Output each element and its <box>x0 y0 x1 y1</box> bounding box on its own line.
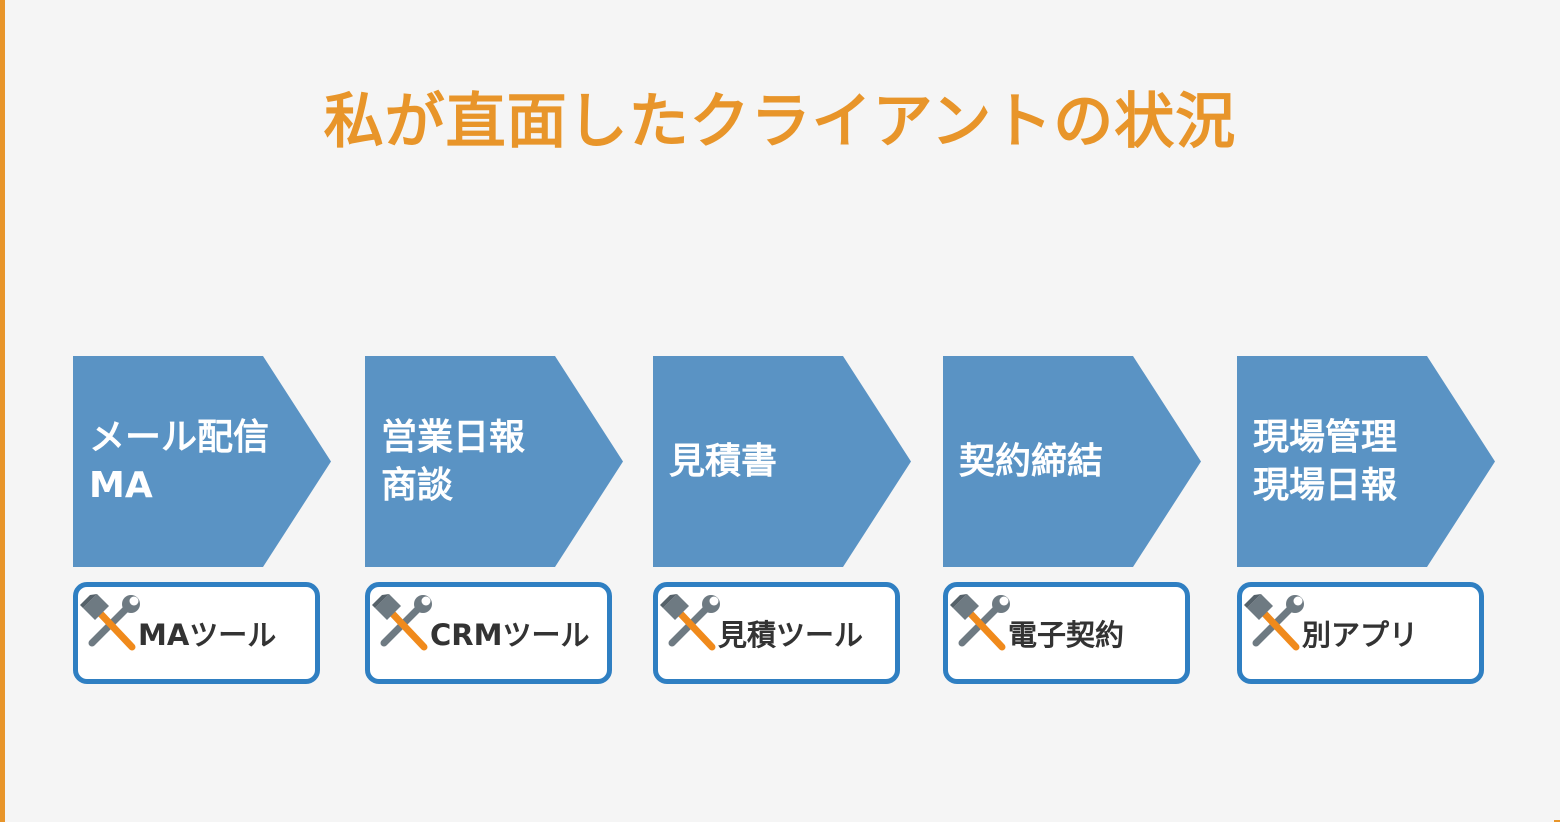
stage-label-line-1: メール配信 <box>89 416 270 458</box>
stage-label-line-1: 現場管理 <box>1253 416 1398 458</box>
stage-step-2: 営業日報 商談 <box>365 356 623 567</box>
chevron-arrow-shape <box>1237 356 1495 567</box>
stage-label: 現場管理 現場日報 <box>1253 356 1453 567</box>
tool-label: MAツール <box>138 618 277 652</box>
hammer-wrench-icon <box>950 594 1010 651</box>
tool-box-3: 見積ツール <box>653 582 900 684</box>
stage-step-3: 見積書 <box>653 356 911 567</box>
hammer-wrench-icon <box>80 594 140 651</box>
hammer-wrench-icon <box>1244 594 1304 651</box>
chevron-arrow-shape <box>73 356 331 567</box>
tool-label: 見積ツール <box>718 618 864 652</box>
tool-box-4: 電子契約 <box>943 582 1190 684</box>
corner-accent-mark <box>1554 820 1560 822</box>
stage-step-5: 現場管理 現場日報 <box>1237 356 1495 567</box>
tool-box-5: 別アプリ <box>1237 582 1484 684</box>
tool-label: 別アプリ <box>1302 618 1419 652</box>
hammer-wrench-icon <box>372 594 432 651</box>
stage-label-line-2: 現場日報 <box>1253 464 1398 506</box>
stage-label: 見積書 <box>669 356 869 567</box>
chevron-arrow-shape <box>943 356 1201 567</box>
stage-label-line-1: 見積書 <box>669 440 778 482</box>
chevron-arrow-shape <box>365 356 623 567</box>
tool-label: 電子契約 <box>1008 618 1125 652</box>
stage-label-line-1: 営業日報 <box>381 416 526 458</box>
tool-box-1: MAツール <box>73 582 320 684</box>
hammer-wrench-icon <box>660 594 720 651</box>
tool-label: CRMツール <box>430 618 590 652</box>
tool-box-2: CRMツール <box>365 582 612 684</box>
stage-step-1: メール配信 MA <box>73 356 331 567</box>
stage-label: 営業日報 商談 <box>381 356 581 567</box>
stage-label: メール配信 MA <box>89 356 289 567</box>
stage-label: 契約締結 <box>959 356 1159 567</box>
stage-step-4: 契約締結 <box>943 356 1201 567</box>
page-title: 私が直面したクライアントの状況 <box>323 87 1237 157</box>
chevron-arrow-shape <box>653 356 911 567</box>
stage-label-line-2: 商談 <box>381 464 454 506</box>
stage-label-line-1: 契約締結 <box>959 440 1104 482</box>
stage-label-line-2: MA <box>89 464 153 506</box>
left-accent-border <box>0 0 5 822</box>
